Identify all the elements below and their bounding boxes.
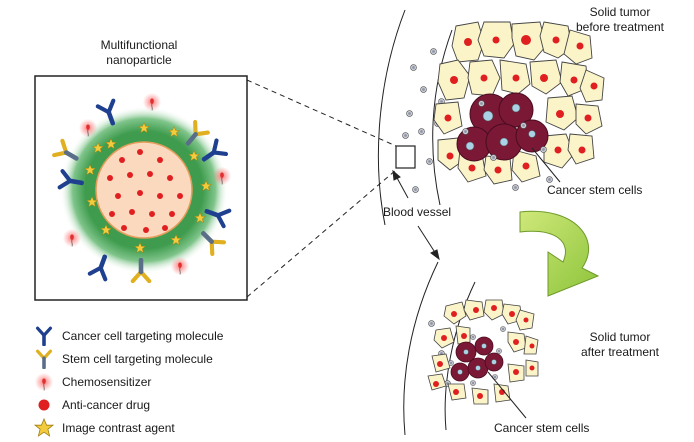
legend-item-cancer-cell-targeting: Cancer cell targeting molecule (34, 326, 294, 346)
blood-vessel-top (377, 9, 453, 226)
cancer-cell-targeting-icon (35, 326, 53, 346)
nanoparticle-title-line2: nanoparticle (106, 53, 172, 67)
image-contrast-agent-icon (34, 418, 54, 437)
cancer-stem-cell-nuclei-before (465, 103, 536, 151)
legend-item-stem-cell-targeting: Stem cell targeting molecule (34, 349, 294, 369)
tumor-after-label-line1: Solid tumor (589, 330, 651, 344)
nanoparticle-title: Multifunctional nanoparticle (64, 38, 214, 68)
zoom-connector-lines (246, 79, 397, 298)
legend-label-image-contrast-agent: Image contrast agent (62, 421, 175, 435)
tumor-before-label-line2: before treatment (575, 20, 665, 34)
tumor-after-nuclei (433, 305, 535, 399)
stem-cells-label-before: Cancer stem cells (547, 183, 643, 197)
legend-item-image-contrast-agent: Image contrast agent (34, 418, 294, 438)
nanoparticle-title-line1: Multifunctional (100, 38, 178, 52)
tumor-after-label: Solid tumor after treatment (560, 330, 680, 360)
anti-cancer-drug-icon (38, 399, 50, 411)
stem-cells-label-after: Cancer stem cells (494, 421, 590, 435)
treatment-arrow (519, 210, 600, 297)
tumor-before-label: Solid tumor before treatment (560, 5, 680, 35)
legend-item-chemosensitizer: Chemosensitizer (34, 372, 294, 392)
tumor-before-label-line1: Solid tumor (589, 5, 651, 19)
stem-cell-pointer-after (487, 371, 527, 419)
anti-cancer-drug-dots (107, 149, 183, 233)
vessel-zoom-box (395, 145, 416, 169)
stem-cell-targeting-icon (35, 349, 53, 369)
tumor-before-nuclei (444, 35, 598, 174)
legend-label-stem-cell-targeting: Stem cell targeting molecule (62, 352, 213, 366)
legend-item-anti-cancer-drug: Anti-cancer drug (34, 395, 294, 415)
blood-vessel-bottom (403, 261, 476, 436)
legend-label-anti-cancer-drug: Anti-cancer drug (62, 398, 151, 412)
chemosensitizer-icon (34, 372, 54, 392)
legend-label-chemosensitizer: Chemosensitizer (62, 375, 152, 389)
stem-cell-pointer-before (531, 147, 561, 183)
blood-vessel-label: Blood vessel (383, 205, 452, 219)
legend-label-cancer-cell-targeting: Cancer cell targeting molecule (62, 329, 224, 343)
nanoparticle-panel (34, 75, 248, 301)
nanoparticle-core (95, 141, 193, 239)
cancer-stem-cell-nuclei-after (457, 343, 497, 375)
blood-vessel-label-arrows (392, 169, 440, 261)
tumor-after-label-line2: after treatment (580, 345, 660, 359)
